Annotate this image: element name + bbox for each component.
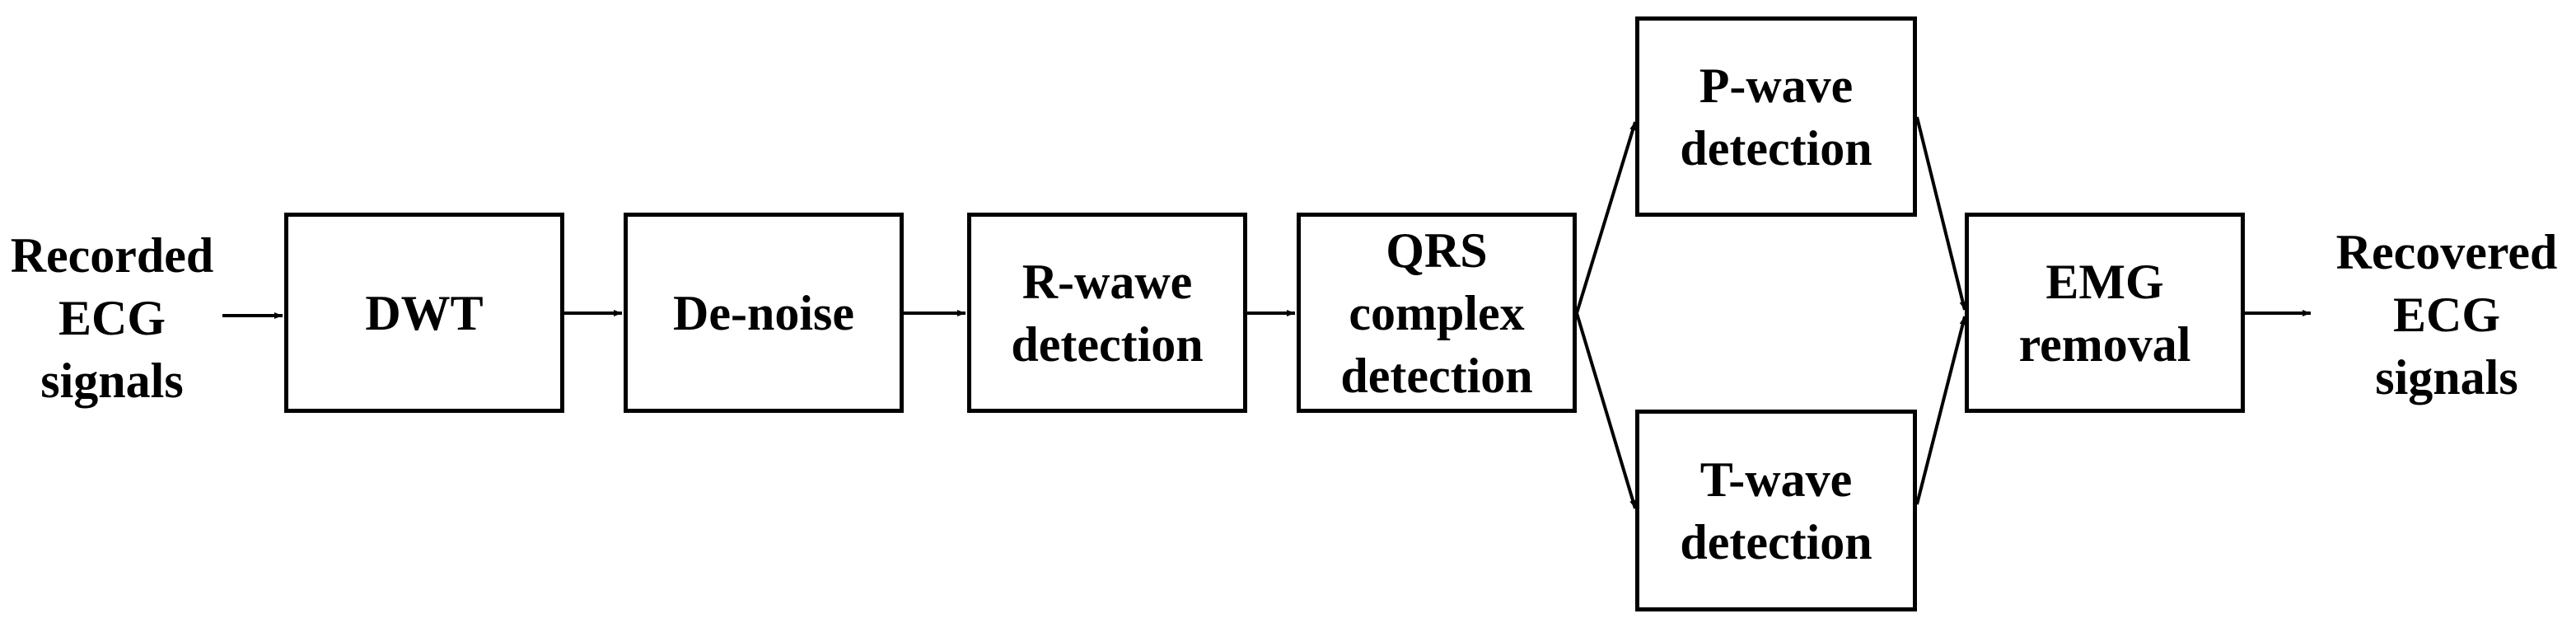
r-wave-detection-block: R-wawe detection <box>967 213 1247 413</box>
emg-removal-block: EMG removal <box>1965 213 2245 413</box>
t-wave-detection-block: T-wave detection <box>1635 410 1917 611</box>
denoise-block: De-noise <box>624 213 904 413</box>
t-wave-block-label-line-2: detection <box>1680 514 1872 569</box>
qrs-block-label-line-2: complex <box>1349 285 1525 340</box>
dwt-block-label: DWT <box>365 285 484 340</box>
r-wave-block-label-line-2: detection <box>1011 316 1204 372</box>
denoise-block-label: De-noise <box>673 285 854 340</box>
input-label-line-2: ECG <box>58 291 166 345</box>
output-label-line-2: ECG <box>2392 288 2501 342</box>
qrs-block-label-line-1: QRS <box>1386 222 1488 278</box>
input-label-line-1: Recorded <box>10 228 214 283</box>
output-label: Recovered ECG signals <box>2323 221 2570 409</box>
arrow-qrs-to-twave <box>1575 312 1637 509</box>
arrow-qrs-to-pwave <box>1575 121 1637 314</box>
emg-block-label-line-2: removal <box>2018 316 2191 372</box>
p-wave-detection-block: P-wave detection <box>1635 16 1917 217</box>
qrs-complex-detection-block: QRS complex detection <box>1297 213 1577 413</box>
output-label-line-3: signals <box>2375 350 2518 405</box>
p-wave-block-label-line-1: P-wave <box>1699 58 1854 113</box>
output-label-line-1: Recovered <box>2335 225 2558 279</box>
p-wave-block-label-line-2: detection <box>1680 120 1872 176</box>
qrs-block-label-line-3: detection <box>1340 348 1533 403</box>
r-wave-block-label-line-1: R-wawe <box>1022 254 1193 309</box>
input-label: Recorded ECG signals <box>0 224 224 412</box>
input-label-line-3: signals <box>40 354 184 408</box>
arrow-pwave-to-emg <box>1915 116 1966 311</box>
emg-block-label-line-1: EMG <box>2045 254 2164 309</box>
dwt-block: DWT <box>284 213 564 413</box>
arrow-twave-to-emg <box>1915 316 1966 505</box>
t-wave-block-label-line-1: T-wave <box>1699 452 1853 507</box>
